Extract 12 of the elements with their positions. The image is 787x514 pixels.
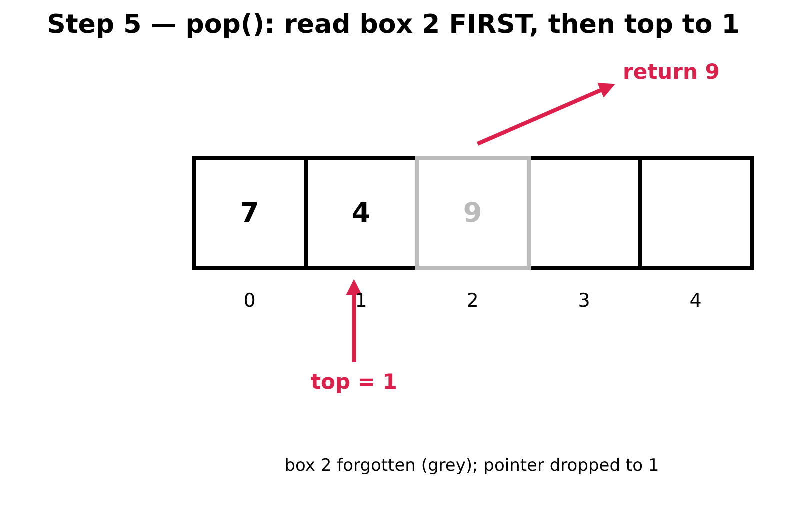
return-label: return 9: [623, 60, 720, 84]
array-slot: 9: [415, 156, 530, 270]
diagram-title: Step 5 — pop(): read box 2 FIRST, then top to 1: [46, 10, 741, 40]
index-number: 2: [466, 290, 480, 312]
index-number: 3: [577, 290, 592, 312]
pointer-label: top = 1: [311, 370, 398, 394]
arrow: [346, 279, 362, 362]
index-number: 0: [242, 290, 257, 312]
index-number: 1: [354, 290, 368, 312]
arrow: [476, 83, 616, 146]
caption: box 2 forgotten (grey); pointer dropped to 1: [284, 456, 660, 476]
index-number: 4: [688, 290, 703, 312]
